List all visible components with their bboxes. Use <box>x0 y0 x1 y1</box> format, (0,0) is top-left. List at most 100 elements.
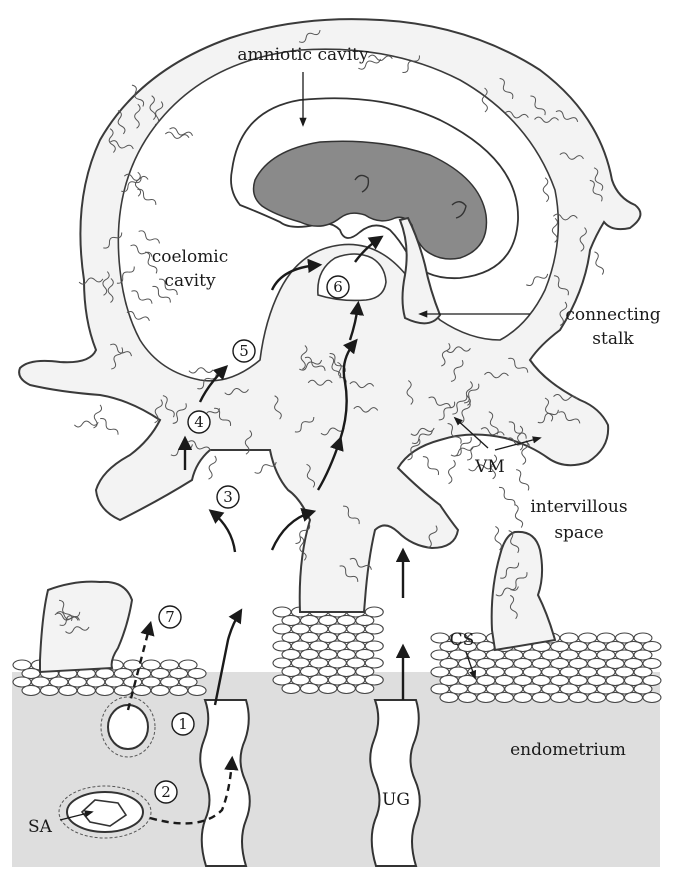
mesenchyme-squiggle <box>526 273 549 287</box>
trophoblast-cell <box>355 665 375 678</box>
label-pointers <box>59 72 542 821</box>
mesenchyme-squiggle <box>339 565 359 582</box>
mesenchyme-squiggle <box>299 536 307 561</box>
mesenchyme-squiggle <box>521 440 529 465</box>
trophoblast-cell <box>336 682 356 695</box>
label-sa: SA <box>28 817 53 837</box>
trophoblast-cell <box>642 674 662 687</box>
trophoblast-cell <box>169 684 189 697</box>
trophoblast-cell <box>113 684 133 697</box>
trophoblast-cell <box>457 691 478 704</box>
mesenchyme-squiggle <box>530 95 546 116</box>
mesenchyme-squiggle <box>329 356 342 379</box>
mesenchyme-squiggle <box>358 58 381 70</box>
left-anchoring-villus <box>39 580 134 674</box>
trophoblast-cell <box>633 666 653 678</box>
marker-3: 3 <box>223 488 233 506</box>
mesenchyme-squiggle <box>480 427 505 436</box>
mesenchyme-squiggle <box>510 572 528 591</box>
mesenchyme-squiggle <box>298 29 321 43</box>
mesenchyme-squiggle <box>438 401 456 421</box>
connecting-stalk <box>398 216 442 325</box>
mesenchyme-squiggle <box>537 409 559 424</box>
trophoblast-cell <box>605 691 625 704</box>
mesenchyme-squiggle <box>294 416 315 433</box>
mesenchyme-squiggle <box>158 278 178 296</box>
plugged-artery <box>100 696 156 758</box>
mesenchyme-squiggle <box>306 463 316 488</box>
trophoblast-cell <box>76 684 96 697</box>
mesenchyme-squiggle <box>74 420 99 428</box>
mesenchyme-squiggle <box>504 110 529 119</box>
trophoblast-cell <box>132 684 152 697</box>
mesenchyme-squiggle <box>455 436 472 457</box>
mesenchyme-squiggle <box>214 407 232 426</box>
label-endometrium: endometrium <box>510 740 626 760</box>
mesenchyme-squiggle <box>411 430 433 444</box>
marker-6-circle <box>326 275 350 299</box>
marker-2: 2 <box>161 783 171 801</box>
trophoblast-cell <box>39 684 60 697</box>
mesenchyme-squiggle <box>559 152 584 160</box>
trophoblast-cell <box>355 682 375 695</box>
trophoblast-cell <box>187 667 207 680</box>
trophoblast-cell <box>550 691 570 704</box>
mesenchyme-squiggle <box>154 399 163 424</box>
mesenchyme-squiggle <box>534 116 559 123</box>
mesenchyme-squiggle <box>188 367 214 374</box>
marker-6: 6 <box>333 278 343 296</box>
label-stalk: stalk <box>592 329 634 349</box>
trophoblast-cell <box>364 657 384 669</box>
mesenchyme-squiggle <box>110 140 134 150</box>
mesenchyme-squiggle <box>224 388 249 396</box>
trophoblast-cell <box>150 684 170 697</box>
trophoblast-cell <box>364 640 384 652</box>
mesenchyme-squiggle <box>299 359 323 371</box>
trophoblast-cell <box>364 674 384 686</box>
mesenchyme-squiggle <box>134 171 142 197</box>
trophoblast-cell <box>633 632 653 644</box>
mesenchyme-squiggle <box>465 381 473 406</box>
trophoblast-cell <box>355 631 375 644</box>
mesenchyme-squiggle <box>467 439 481 461</box>
mesenchyme-squiggle <box>295 523 311 544</box>
mesenchyme-squiggle <box>349 557 372 570</box>
mesenchyme-squiggle <box>131 84 145 107</box>
mesenchyme-squiggle <box>508 530 520 554</box>
mesenchyme-squiggle <box>121 177 142 193</box>
trophoblast-cell <box>633 649 653 661</box>
mesenchyme-squiggle <box>320 427 345 436</box>
mesenchyme-squiggle <box>410 427 435 436</box>
trophoblast-cell <box>364 623 384 635</box>
mesenchyme-squiggle <box>130 244 153 257</box>
mesenchyme-squiggle <box>422 456 440 476</box>
mesenchyme-squiggle <box>594 251 605 275</box>
marker-1-circle <box>171 712 195 736</box>
mesenchyme-squiggle <box>441 342 451 367</box>
mesenchyme-squiggle <box>123 173 149 181</box>
mesenchyme-squiggle <box>544 397 554 422</box>
mesenchyme-squiggle <box>500 562 520 579</box>
marker-7-circle <box>158 605 182 629</box>
mesenchyme-squiggle <box>559 301 568 326</box>
mesenchyme-squiggle <box>65 626 90 634</box>
mesenchyme-squiggle <box>499 78 514 100</box>
mesenchyme-squiggle <box>517 425 524 451</box>
trophoblast-cell <box>642 657 662 670</box>
villous-mesenchyme-texture <box>54 29 605 634</box>
trophoblast-cell <box>513 691 533 704</box>
trophoblast-cell <box>633 683 653 695</box>
uterine-gland-ug <box>369 699 421 867</box>
mesenchyme-squiggle <box>498 486 516 506</box>
mesenchyme-squiggle <box>446 346 471 354</box>
mesenchyme-squiggle <box>488 411 499 435</box>
mesenchyme-squiggle <box>551 217 558 243</box>
mesenchyme-squiggle <box>138 230 160 244</box>
label-cs: CS <box>450 630 475 650</box>
mesenchyme-squiggle <box>307 379 333 386</box>
mesenchyme-squiggle <box>402 55 420 73</box>
mesenchyme-squiggle <box>448 459 456 485</box>
trophoblast-cell <box>476 691 496 704</box>
mesenchyme-squiggle <box>93 404 103 429</box>
mesenchyme-squiggle <box>154 101 164 126</box>
